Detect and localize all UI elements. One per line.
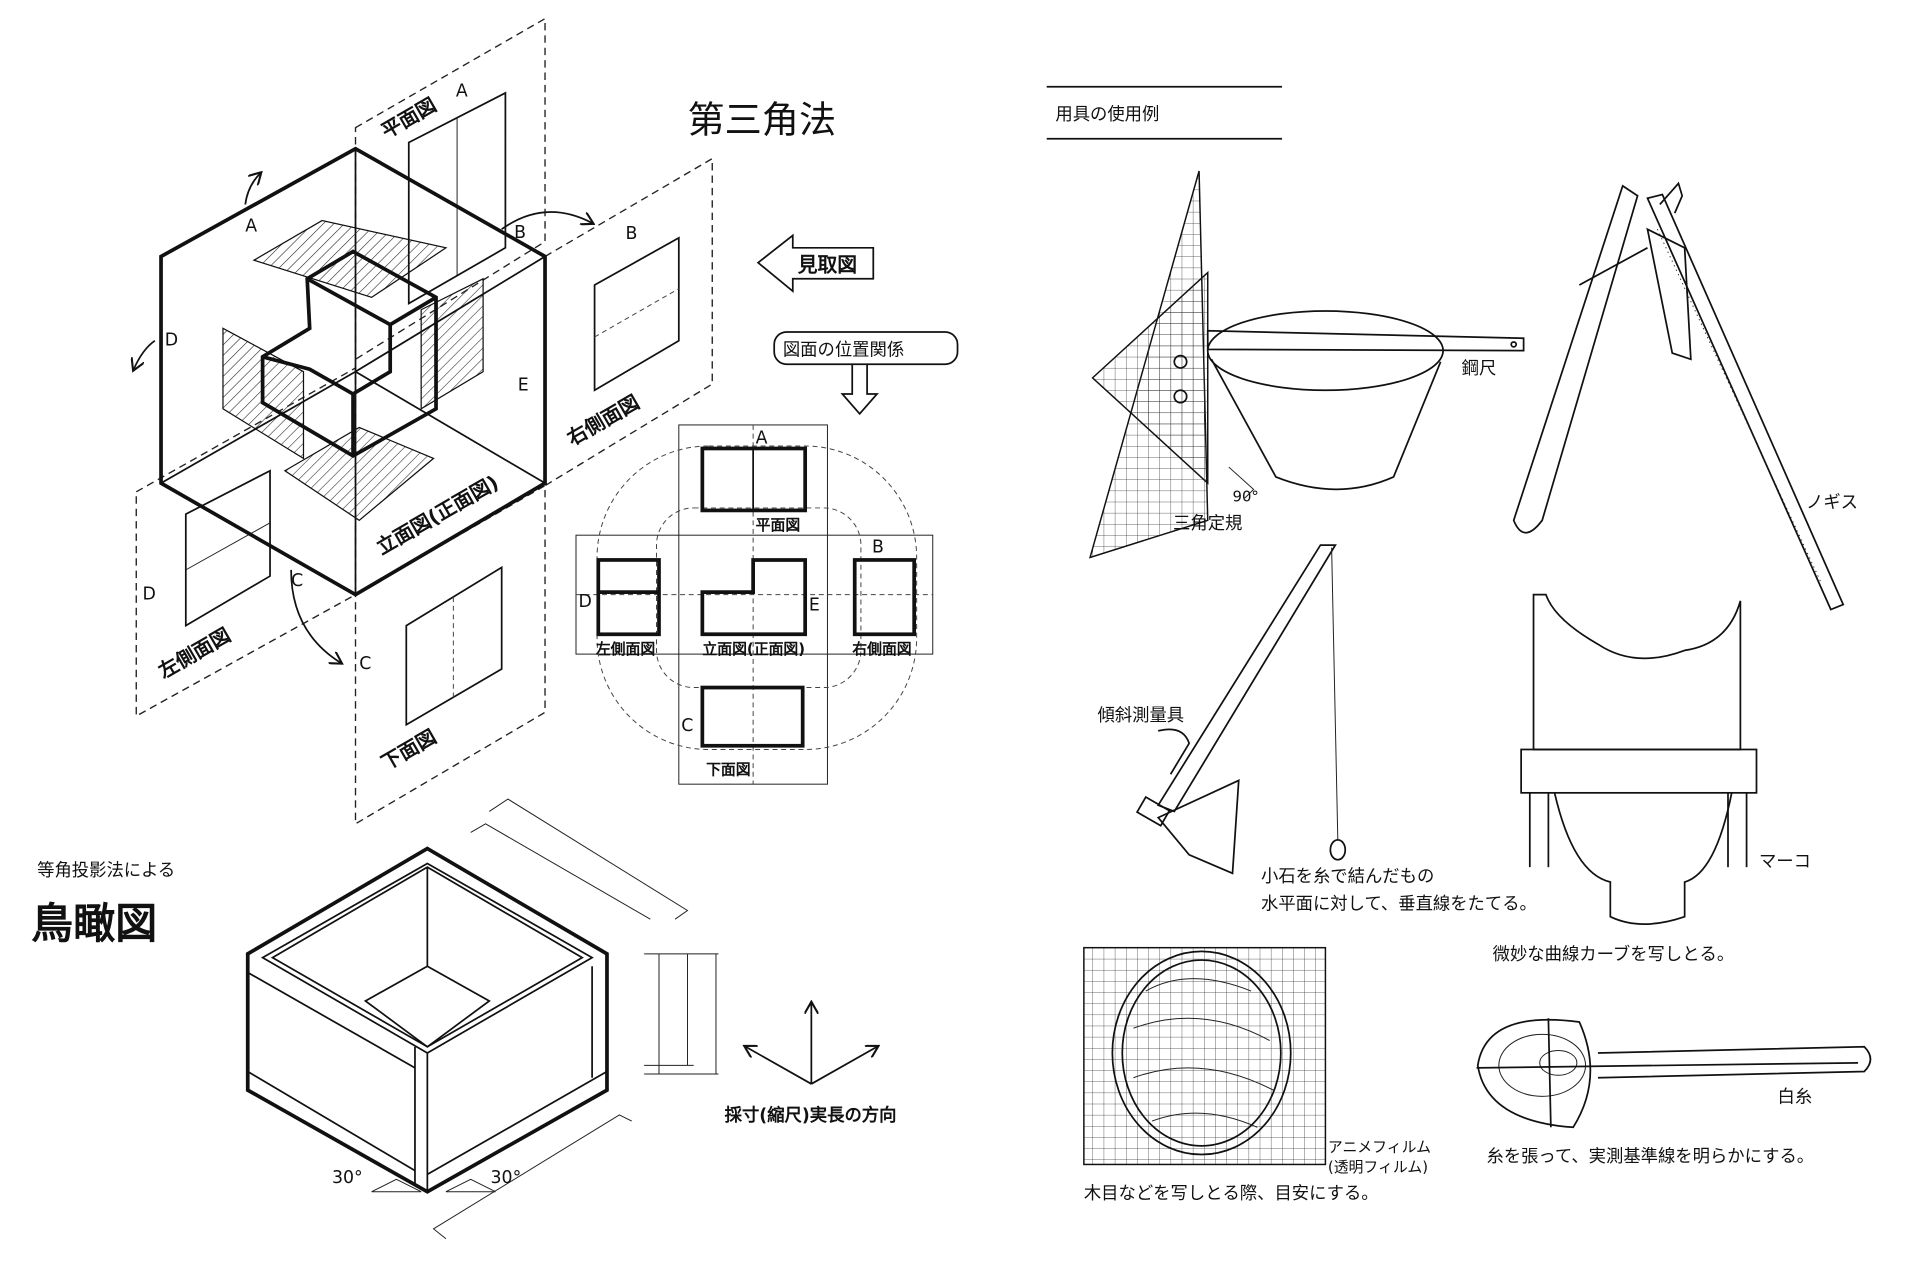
isometric-title: 鳥瞰図 — [31, 899, 157, 948]
layout-letter-c: C — [681, 716, 693, 736]
sketch-arrow — [756, 233, 875, 293]
caliper-illustration — [1512, 181, 1845, 611]
label-film: アニメフィルム — [1328, 1138, 1431, 1156]
bowl-illustration — [1206, 310, 1444, 491]
tools-title: 用具の使用例 — [1055, 104, 1159, 125]
inclinometer-illustration — [1135, 544, 1347, 875]
layout-letter-a: A — [756, 429, 768, 449]
layout-label-right: 右側面図 — [852, 640, 911, 658]
isometric-subtitle: 等角投影法による — [37, 861, 175, 881]
hatched-section-right — [420, 277, 484, 410]
layout-front-view — [700, 558, 808, 637]
letter-b: B — [514, 223, 526, 243]
label-top-view: 平面図 — [377, 94, 440, 144]
measure-direction-arrows — [746, 1003, 877, 1085]
label-caliper: ノギス — [1806, 493, 1858, 513]
rotate-arrow-a — [244, 173, 260, 205]
film-note: 木目などを写しとる際、目安にする。 — [1084, 1184, 1379, 1204]
film-grid-illustration — [1083, 946, 1327, 1166]
label-inclinometer: 傾斜測量具 — [1097, 706, 1184, 726]
letter-c: C — [291, 571, 303, 591]
bottom-view-panel — [405, 565, 503, 727]
rotate-arrow-b — [501, 211, 592, 230]
down-arrow — [840, 364, 879, 416]
layout-label-bottom: 下面図 — [706, 760, 751, 778]
tools-section: 用具の使用例 鋼尺 90° 三角定規 ノギス — [1046, 85, 1872, 1204]
plumb-note-1: 小石を糸で結んだもの — [1261, 867, 1434, 887]
angle-right-label: 30° — [491, 1168, 522, 1188]
label-left-view: 左側面図 — [154, 624, 235, 684]
third-angle-cube-diagram: A A B B C C D D E 平面図 右側面図 左側面図 立面図(正面図)… — [134, 17, 959, 825]
letter-d-panel: D — [142, 585, 155, 605]
letter-a-panel: A — [456, 82, 468, 102]
profile-note: 微妙な曲線カーブを写しとる。 — [1493, 944, 1735, 965]
angle-mark-right — [445, 1178, 496, 1193]
layout-label-top: 平面図 — [756, 516, 801, 534]
label-film-sub: (透明フィルム) — [1328, 1158, 1428, 1176]
view-layout-diagram: A B C D E 平面図 左側面図 立面図(正面図) 右側面図 下面図 — [575, 424, 934, 785]
layout-right-view — [852, 558, 917, 637]
dimension-lines — [432, 798, 719, 1240]
steel-rule-illustration — [1206, 329, 1525, 352]
letter-b-panel: B — [626, 224, 638, 244]
letter-e: E — [518, 375, 529, 395]
rotate-arrow-c — [290, 569, 341, 663]
right-view-panel — [593, 236, 680, 392]
label-triangle: 三角定規 — [1173, 514, 1242, 534]
title-third-angle: 第三角法 — [687, 99, 836, 142]
label-profile-gauge: マーコ — [1759, 852, 1811, 872]
plumb-note-2: 水平面に対して、垂直線をたてる。 — [1261, 894, 1537, 914]
letter-a: A — [245, 217, 257, 237]
profile-gauge-illustration — [1520, 593, 1758, 925]
label-thread: 白糸 — [1778, 1088, 1813, 1108]
left-view-panel — [184, 469, 271, 628]
layout-letter-e: E — [809, 596, 820, 616]
layout-letter-b: B — [872, 538, 884, 558]
layout-bottom-view — [700, 685, 805, 748]
right-projection-plane — [544, 157, 713, 487]
layout-letter-d: D — [578, 592, 591, 612]
layout-title-box — [773, 331, 959, 366]
layout-left-view — [596, 558, 661, 637]
measure-direction-label: 採寸(縮尺)実長の方向 — [725, 1105, 897, 1126]
angle-left-label: 30° — [332, 1168, 363, 1188]
triangle-rulers-illustration — [1088, 170, 1209, 559]
label-right-angle: 90° — [1233, 488, 1259, 506]
angle-mark-left — [371, 1178, 422, 1193]
letter-d: D — [165, 331, 178, 351]
letter-c-panel: C — [359, 654, 371, 674]
label-steel-rule: 鋼尺 — [1462, 359, 1497, 379]
label-bottom-view: 下面図 — [377, 725, 440, 775]
label-right-view: 右側面図 — [563, 391, 643, 451]
hatched-section-bottom — [283, 426, 435, 522]
layout-label-left: 左側面図 — [595, 640, 655, 658]
label-sketch: 見取図 — [798, 253, 857, 276]
rotate-arrow-d — [134, 339, 156, 369]
cube-outline — [159, 146, 547, 597]
thread-note: 糸を張って、実測基準線を明らかにする。 — [1486, 1147, 1814, 1167]
layout-label-front: 立面図(正面図) — [702, 640, 805, 658]
ladle-illustration — [1476, 1018, 1872, 1129]
isometric-box-diagram: 等角投影法による 鳥瞰図 採寸(縮尺)実長の方向 — [31, 798, 897, 1240]
layout-title: 図面の位置関係 — [783, 341, 904, 361]
